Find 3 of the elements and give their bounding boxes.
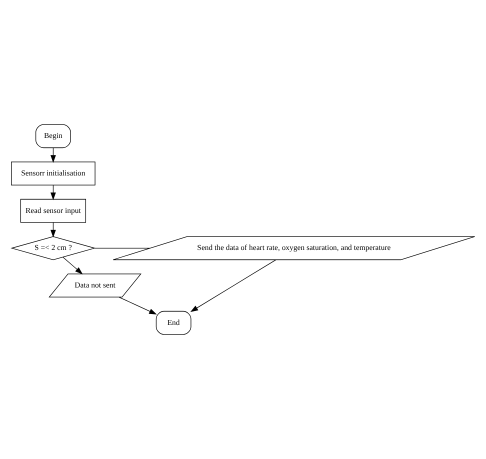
arrow xyxy=(118,296,157,315)
arrow xyxy=(190,259,276,312)
arrow xyxy=(62,256,83,274)
